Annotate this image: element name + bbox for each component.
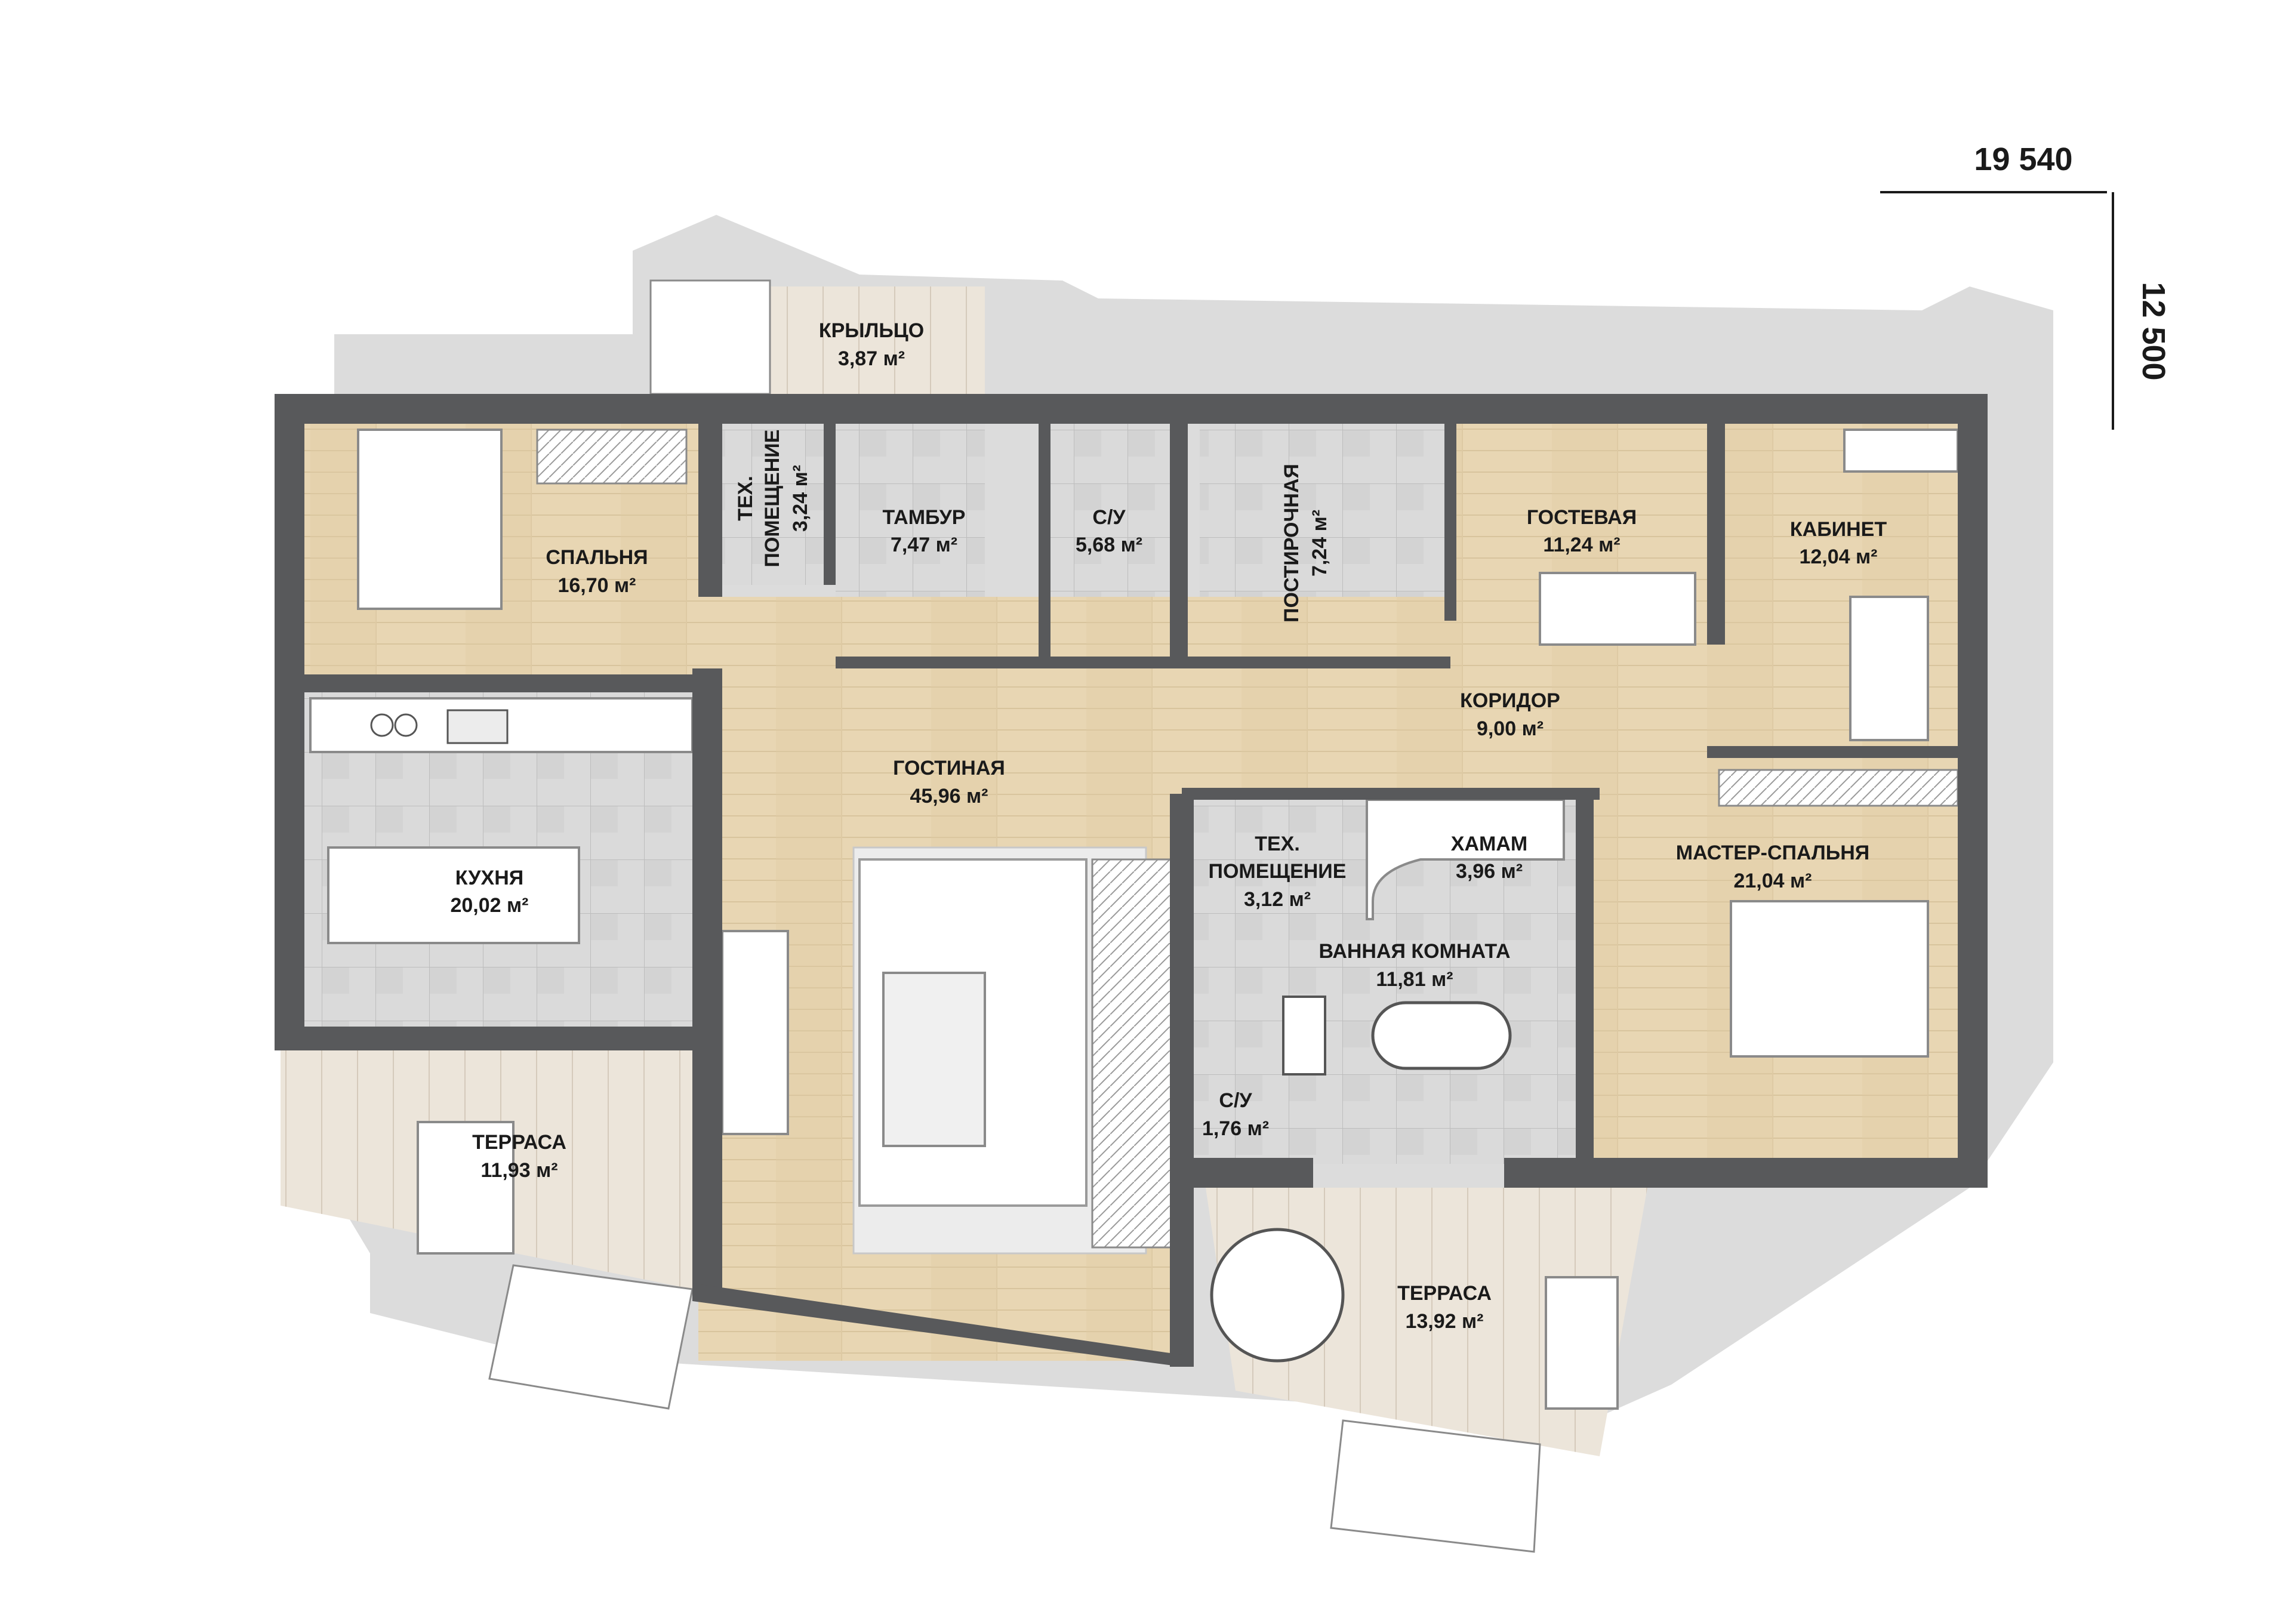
bedroom-name: СПАЛЬНЯ	[546, 546, 648, 569]
guest-sofa	[1539, 572, 1696, 646]
bathroom-fixtures	[1282, 799, 1565, 1076]
steps-porch	[649, 279, 771, 395]
wall-tech1-east	[824, 424, 836, 585]
hammam-area: 3,96 м²	[1456, 860, 1523, 883]
fireplace	[721, 930, 789, 1135]
wall-wc1-west	[1039, 424, 1050, 668]
wall-bath-south	[1182, 1158, 1313, 1188]
wall-bedroom-kitchen	[304, 674, 698, 692]
vestibule-name: ТАМБУР	[883, 506, 966, 529]
terrace-left-area: 11,93 м²	[480, 1159, 557, 1182]
office-name: КАБИНЕТ	[1790, 518, 1887, 541]
round-table	[1210, 1228, 1345, 1363]
office-area: 12,04 м²	[1799, 546, 1877, 568]
wall-bath-east	[1576, 788, 1594, 1170]
kitchen-area: 20,02 м²	[450, 894, 528, 917]
master-wardrobe	[1718, 769, 1959, 807]
terrace-right-area: 13,92 м²	[1405, 1310, 1483, 1333]
bathroom-name: ВАННАЯ КОМНАТА	[1318, 940, 1510, 963]
living-furniture	[721, 846, 1177, 1255]
tech-room-1-floor	[722, 424, 836, 585]
terrace-left-name: ТЕРРАСА	[472, 1131, 566, 1154]
master-bed	[1730, 900, 1929, 1058]
living-area: 45,96 м²	[910, 785, 988, 808]
terrace-lounger	[1545, 1276, 1619, 1410]
tech-room-1-name-line2: ПОМЕЩЕНИЕ	[761, 430, 784, 568]
steps-left	[488, 1264, 694, 1410]
stove-burner	[394, 713, 418, 737]
wall-east	[1958, 394, 1988, 1188]
wc-2-name: С/У	[1219, 1089, 1252, 1112]
corridor-name: КОРИДОР	[1460, 689, 1560, 712]
tech-room-2-name-line1: ТЕХ.	[1255, 833, 1300, 855]
depth-dimension: 12 500	[2136, 282, 2171, 380]
walls	[275, 394, 1988, 1367]
master-bedroom-area: 21,04 м²	[1733, 870, 1812, 892]
kitchen-name: КУХНЯ	[455, 867, 523, 889]
wall-bath-north	[1182, 788, 1600, 800]
wc-1-area: 5,68 м²	[1076, 534, 1142, 556]
porch-area: 3,87 м²	[838, 347, 905, 370]
wc-2-area: 1,76 м²	[1202, 1117, 1269, 1140]
dimension-markers: 19 540 12 500	[1880, 141, 2171, 430]
office-desk	[1843, 429, 1959, 473]
wall-north	[275, 394, 1988, 424]
tech-room-1-name-line1: ТЕХ.	[734, 476, 757, 521]
living-name: ГОСТИНАЯ	[893, 757, 1005, 779]
wall-guest-west	[1444, 424, 1456, 621]
bedroom-area: 16,70 м²	[557, 574, 636, 597]
wall-living-east	[1170, 794, 1194, 1367]
laundry-area: 7,24 м²	[1308, 510, 1331, 577]
guest-name: ГОСТЕВАЯ	[1527, 506, 1637, 529]
wc-1-name: С/У	[1092, 506, 1126, 529]
wall-wc1-east	[1170, 424, 1188, 668]
guest-area: 11,24 м²	[1543, 534, 1620, 556]
steps-right	[1330, 1419, 1541, 1553]
sink	[446, 709, 509, 744]
office-sofa	[1849, 596, 1929, 741]
bathtub	[1371, 1001, 1512, 1070]
terrace-right-name: ТЕРРАСА	[1397, 1282, 1492, 1305]
wall-master-north	[1707, 746, 1958, 758]
terrace-dining-table	[417, 1121, 515, 1255]
steps	[488, 279, 1541, 1553]
dining-table	[327, 846, 580, 944]
bedroom-furniture	[357, 429, 1959, 1058]
stove-burner	[370, 713, 394, 737]
vanity	[1282, 996, 1326, 1076]
bed	[357, 429, 503, 610]
tech-room-1-area: 3,24 м²	[789, 465, 812, 532]
terrace-furniture	[417, 1121, 1619, 1410]
width-dimension: 19 540	[1974, 141, 2072, 177]
coffee-table	[882, 972, 986, 1147]
corridor-area: 9,00 м²	[1477, 717, 1544, 740]
vestibule-area: 7,47 м²	[891, 534, 957, 556]
kitchen-furniture	[309, 697, 694, 944]
wall-living-west	[692, 668, 722, 1301]
hammam-bench	[1366, 799, 1565, 920]
wall-living-south	[692, 1283, 1182, 1367]
laundry-name: ПОСТИРОЧНАЯ	[1280, 464, 1303, 623]
wall-office-west	[1707, 424, 1725, 645]
wall-service-south	[836, 657, 1450, 668]
wall-kitchen-south	[275, 1027, 692, 1050]
room-labels: КРЫЛЬЦО 3,87 м² ТЕХ. ПОМЕЩЕНИЕ 3,24 м² Т…	[450, 319, 1887, 1333]
tech-room-2-area: 3,12 м²	[1244, 888, 1311, 911]
stair	[1091, 858, 1177, 1249]
porch-name: КРЫЛЬЦО	[819, 319, 924, 342]
wall-bedroom-east	[698, 424, 722, 597]
hammam-name: ХАМАМ	[1451, 833, 1527, 855]
bathroom-area: 11,81 м²	[1376, 968, 1453, 991]
wall-west	[275, 394, 304, 1050]
wardrobe	[536, 429, 688, 485]
master-bedroom-name: МАСТЕР-СПАЛЬНЯ	[1676, 842, 1869, 864]
tech-room-2-name-line2: ПОМЕЩЕНИЕ	[1209, 860, 1347, 883]
